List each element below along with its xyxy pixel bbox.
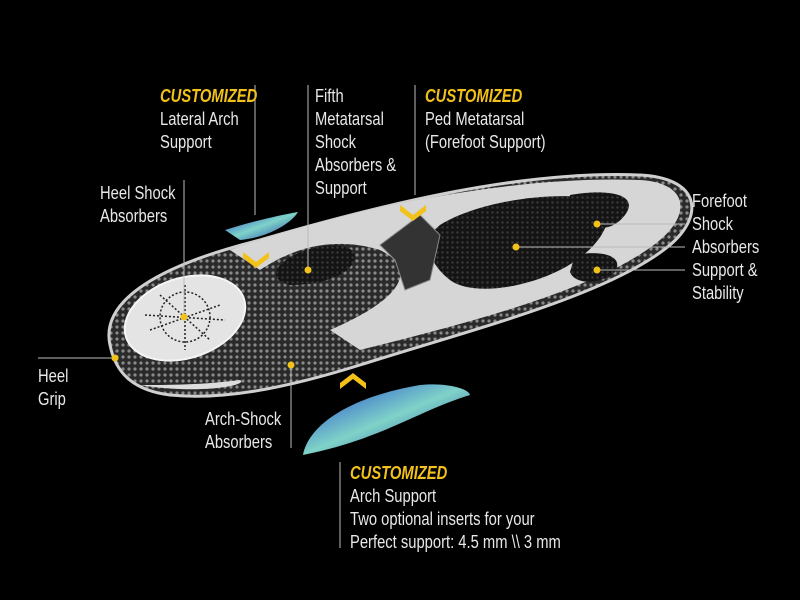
chevron-down-icon — [400, 205, 426, 221]
forefoot-pad-lower — [570, 253, 618, 282]
chevron-up-icon — [340, 373, 366, 389]
label-line: Absorbers — [100, 206, 168, 226]
label-line: Metatarsal — [315, 109, 384, 129]
label-line: Stability — [692, 283, 744, 303]
customized-tag: CUSTOMIZED — [425, 86, 523, 106]
fifth-metatarsal-pad — [275, 245, 355, 285]
label-line: Shock — [692, 214, 734, 234]
customized-tag: CUSTOMIZED — [350, 463, 448, 483]
label-arch-support: CUSTOMIZED Arch Support Two optional ins… — [350, 462, 561, 554]
label-line: Arch-Shock — [205, 409, 282, 429]
label-line: Absorbers — [692, 237, 760, 257]
forefoot-pad — [429, 196, 608, 289]
label-ped-metatarsal: CUSTOMIZED Ped Metatarsal (Forefoot Supp… — [425, 85, 546, 154]
label-line: Two optional inserts for your — [350, 509, 535, 529]
label-lateral-arch-support: CUSTOMIZED Lateral Arch Support — [160, 85, 257, 154]
label-line: Shock — [315, 132, 357, 152]
lateral-arch-insert — [225, 212, 298, 240]
label-heel-shock: Heel Shock Absorbers — [100, 182, 175, 228]
label-line: Absorbers — [205, 432, 273, 452]
label-line: Perfect support: 4.5 mm \\ 3 mm — [350, 532, 561, 552]
label-line: (Forefoot Support) — [425, 132, 546, 152]
label-line: Support — [160, 132, 212, 152]
label-heel-grip: Heel Grip — [38, 365, 68, 411]
heel-grip-strip — [140, 380, 242, 390]
label-line: Arch Support — [350, 486, 437, 506]
label-line: Fifth — [315, 86, 344, 106]
label-line: Heel Shock — [100, 183, 176, 203]
label-arch-shock: Arch-Shock Absorbers — [205, 408, 281, 454]
label-line: Heel — [38, 366, 69, 386]
label-line: Lateral Arch — [160, 109, 239, 129]
label-forefoot: Forefoot Shock Absorbers Support & Stabi… — [692, 190, 759, 305]
label-line: Grip — [38, 389, 66, 409]
arch-support-insert — [303, 384, 470, 455]
label-line: Support — [315, 178, 367, 198]
label-line: Forefoot — [692, 191, 747, 211]
label-line: Ped Metatarsal — [425, 109, 525, 129]
label-fifth-metatarsal: Fifth Metatarsal Shock Absorbers & Suppo… — [315, 85, 396, 200]
chevron-down-icon — [243, 252, 269, 268]
label-line: Support & — [692, 260, 758, 280]
forefoot-pad-side — [570, 192, 629, 229]
customized-tag: CUSTOMIZED — [160, 86, 258, 106]
label-line: Absorbers & — [315, 155, 397, 175]
